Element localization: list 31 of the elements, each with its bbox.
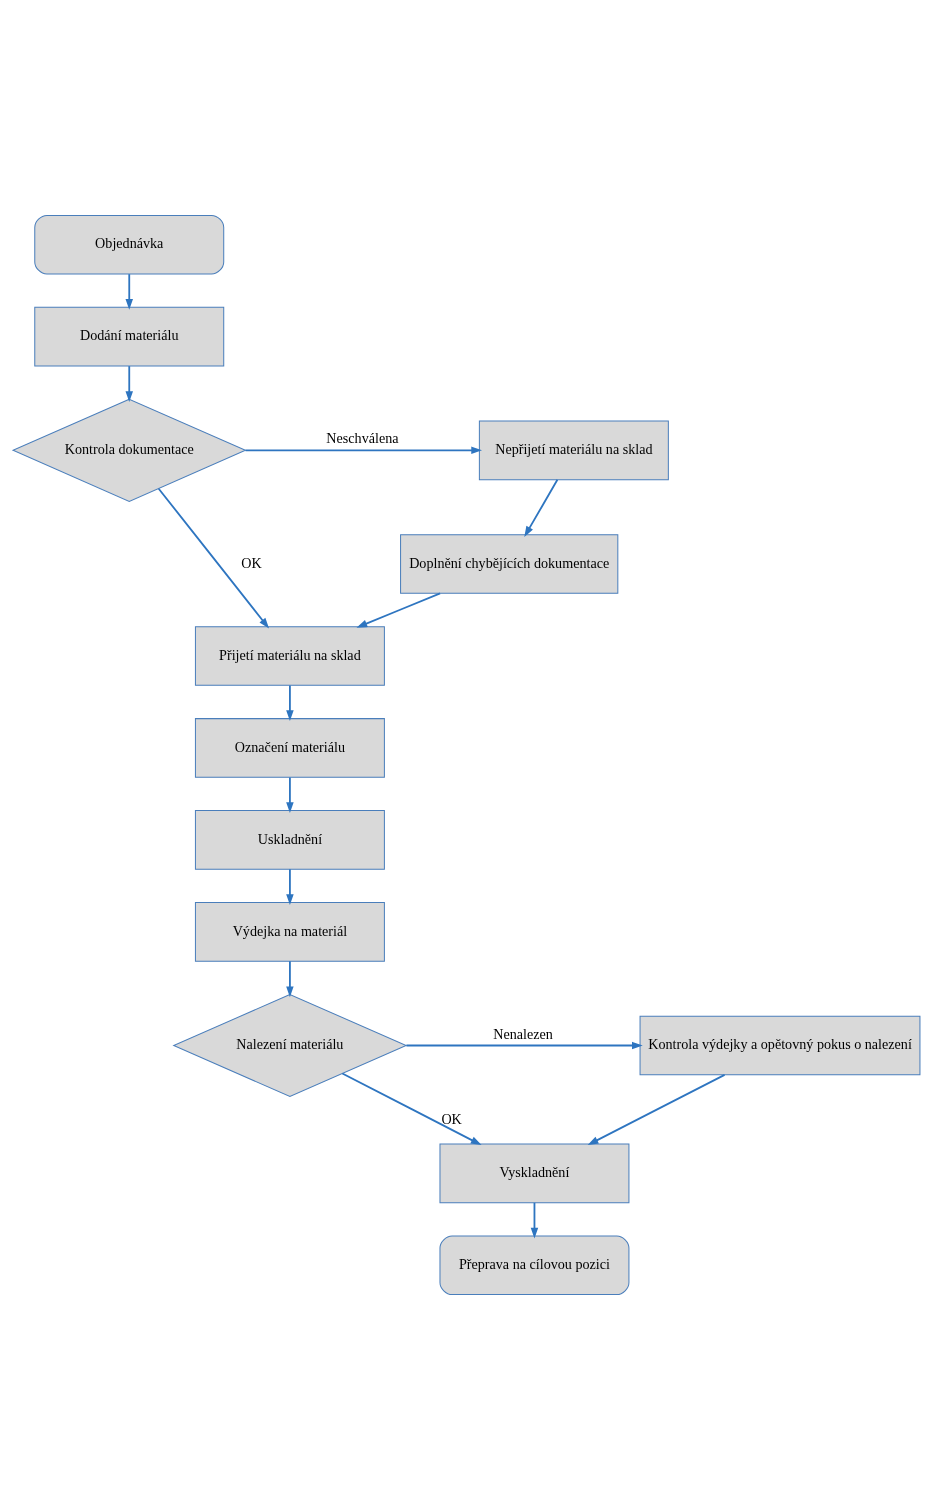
- arrow: [523, 478, 558, 537]
- node-box: Doplnění chybějících dokumentace: [399, 534, 618, 594]
- arrow: [125, 365, 133, 402]
- arrow: [125, 273, 133, 310]
- node-box: Výdejka na materiál: [194, 902, 385, 962]
- arrow: [404, 1041, 643, 1050]
- node-box: Přeprava na cílovou pozici: [438, 1235, 629, 1296]
- node-diamond: Kontrola dokumentace: [11, 398, 247, 502]
- arrow: [530, 1201, 538, 1239]
- arrow: [285, 960, 294, 998]
- arrow: [285, 776, 294, 814]
- arrow: [244, 446, 482, 455]
- node-box: Objednávka: [33, 214, 224, 275]
- edge-label: OK: [240, 554, 262, 571]
- arrow: [587, 1074, 725, 1146]
- edge-label: OK: [440, 1111, 462, 1128]
- arrow: [157, 487, 269, 629]
- edge-label: Neschválena: [325, 430, 398, 447]
- arrow: [340, 1072, 482, 1146]
- node-box: Nepřijetí materiálu na sklad: [478, 420, 669, 481]
- node-box: Kontrola výdejky a opětovný pokus o nalezení: [639, 1015, 920, 1076]
- arrow: [285, 868, 294, 905]
- edge-label: Nenalezen: [492, 1025, 553, 1042]
- node-box: Uskladnění: [194, 810, 385, 870]
- arrow: [355, 592, 441, 628]
- node-box: Přijetí materiálu na sklad: [194, 626, 385, 686]
- node-box: Dodání materiálu: [33, 306, 224, 367]
- node-diamond: Nalezení materiálu: [171, 993, 407, 1098]
- node-box: Vyskladnění: [438, 1143, 629, 1204]
- node-box: Označení materiálu: [194, 718, 385, 778]
- arrow: [285, 684, 294, 722]
